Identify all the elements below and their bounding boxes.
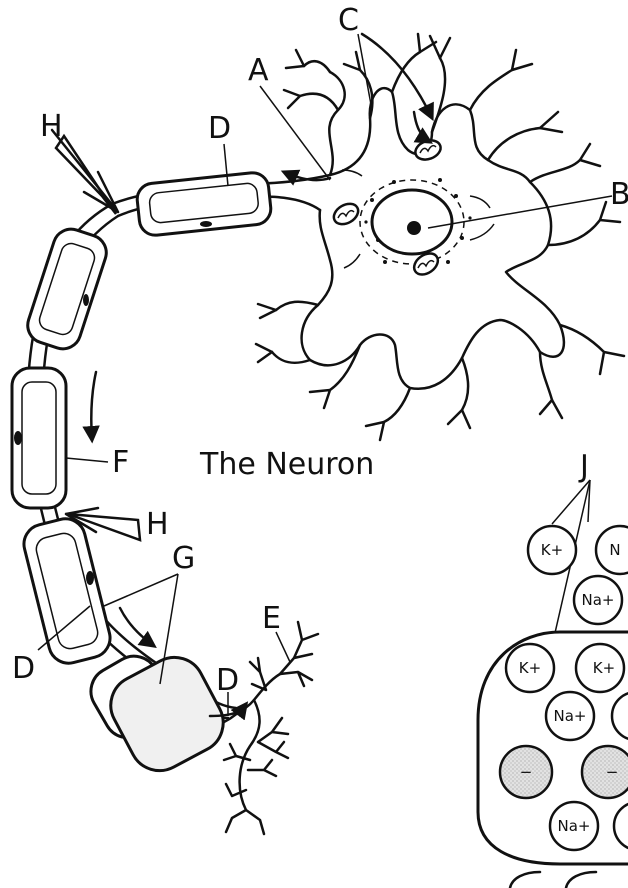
svg-text:−: − (606, 763, 619, 781)
diagram-title: The Neuron (199, 447, 374, 482)
label-b: B (610, 177, 628, 212)
myelin-sheath-4 (20, 515, 115, 668)
ion-negative: − (582, 746, 628, 798)
mitochondrion (330, 200, 362, 229)
cell-body (112, 34, 624, 440)
label-f: F (112, 445, 129, 480)
ion-k-plus: K+ (576, 644, 624, 692)
label-d-left: D (12, 651, 35, 686)
ion-k-plus: K+ (506, 644, 554, 692)
label-c: C (338, 3, 359, 38)
svg-text:K+: K+ (541, 541, 563, 559)
flow-arrow (91, 372, 96, 440)
label-a: A (248, 53, 269, 88)
svg-text:Na+: Na+ (558, 817, 591, 835)
ion-k-plus: K+ (528, 526, 576, 574)
label-g: G (172, 541, 195, 576)
svg-text:Na+: Na+ (554, 707, 587, 725)
ion-negative: − (500, 746, 552, 798)
ion-na-plus: Na+ (546, 692, 594, 740)
svg-text:−: − (520, 763, 533, 781)
svg-text:N: N (609, 541, 620, 559)
label-j: J (578, 449, 589, 484)
svg-text:K+: K+ (593, 659, 615, 677)
label-h-top: H (40, 109, 63, 144)
myelin-sheath-2 (23, 225, 111, 354)
svg-text:K+: K+ (519, 659, 541, 677)
label-e: E (262, 601, 281, 636)
myelin-sheath-3 (12, 368, 66, 508)
label-d-bottom: D (216, 663, 239, 698)
svg-text:Na+: Na+ (582, 591, 615, 609)
myelin-sheath-1 (136, 171, 273, 237)
ion-na-plus: Na+ (574, 576, 622, 624)
ion-panel: K+ N Na+ K+ K+ Na+ − − (478, 526, 628, 888)
ion-partial: N (596, 526, 628, 574)
axon-terminal (210, 622, 318, 834)
label-d-top: D (208, 111, 231, 146)
ion-na-plus: Na+ (550, 802, 598, 850)
label-h-mid: H (146, 507, 169, 542)
